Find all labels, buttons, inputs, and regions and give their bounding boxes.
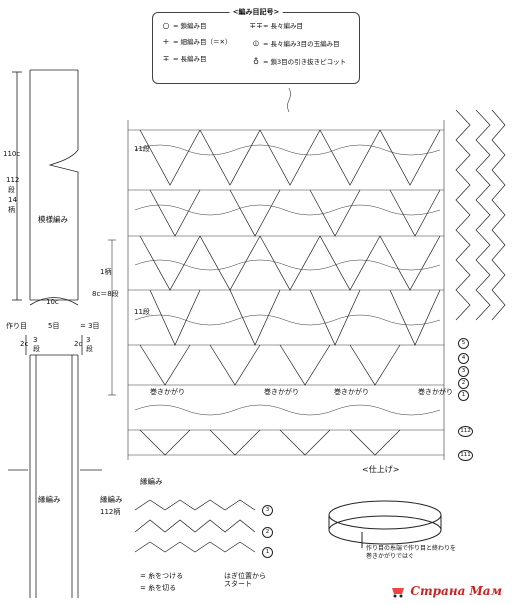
legend-title: <編み目記号> [229, 7, 283, 17]
legend: <編み目記号> ○= 鎖編み目 += 細編み目（＝✕） ∓= 長編み目 ∓∓= … [152, 7, 360, 84]
pattern-label: 模様編み [38, 215, 68, 224]
dim-3-b: 3 [86, 336, 91, 344]
stroller-icon [392, 587, 405, 597]
legend-item-double: ∓= 長編み目 [159, 54, 207, 64]
dim-dan-a: 段 [33, 345, 40, 353]
legend-item-chain: ○= 鎖編み目 [159, 21, 207, 31]
dim-14: 14 [8, 196, 17, 204]
row-number-3: 3 [458, 366, 469, 377]
makikagari-2: 巻きかがり [264, 388, 299, 396]
edging-note-start: はぎ位置から スタート [224, 572, 266, 588]
bobble-stitch-icon: ⦶ [253, 39, 259, 48]
tsukurime-label: 作り目 [6, 322, 27, 330]
edging-row-3: 3 [262, 505, 273, 516]
finishing-note: 作り目の糸端で作り目と終わりを 巻きかがりではぐ [366, 545, 457, 560]
picot-icon: ♁ [253, 57, 259, 66]
dim-dan-b: 段 [86, 345, 93, 353]
chain-icon: ○ [162, 21, 170, 30]
edging-pattern [134, 499, 256, 553]
legend-item-bobble: ⦶= 長々編み3目の玉編み目 [249, 39, 340, 49]
makikagari-4: 巻きかがり [418, 388, 453, 396]
dim-10c: 10c [46, 298, 59, 306]
one-motif: 1柄 [100, 268, 112, 276]
edging-row-2: 2 [262, 527, 273, 538]
row-number-5: 5 [458, 338, 469, 349]
double-crochet-icon: ∓ [162, 54, 170, 63]
row-11-bottom: 11段 [134, 308, 150, 316]
finishing-title: <仕上げ> [362, 465, 400, 474]
edging-row-1: 1 [262, 547, 273, 558]
dim-112gara: 112柄 [100, 508, 121, 516]
edging-note-attach: = 糸をつける [140, 572, 184, 580]
dim-110c: 110c [3, 150, 21, 158]
main-chart-lines [108, 87, 445, 460]
row-number-112: 112 [458, 426, 473, 437]
watermark-text: Страна Мам [410, 584, 502, 598]
row-number-111: 111 [458, 450, 473, 461]
edge-label-right: 縁編み [100, 495, 123, 504]
legend-item-treble: ∓∓= 長々編み目 [249, 21, 304, 31]
dim-5me: 5目 [48, 322, 60, 330]
dim-112: 112 [6, 176, 20, 184]
stitch-fans [139, 129, 441, 456]
single-crochet-icon: + [162, 37, 170, 46]
watermark: Страна Мам [390, 584, 502, 598]
row-number-1: 1 [458, 390, 469, 401]
finishing-ring [328, 500, 442, 548]
row-11-top: 11段 [134, 145, 150, 153]
dim-gara: 柄 [8, 206, 15, 214]
chain-loops [134, 144, 441, 416]
edge-label-left: 縁編み [38, 495, 61, 504]
makikagari-1: 巻きかがり [150, 388, 185, 396]
one-motif-dim: 8c＝8段 [92, 290, 119, 298]
row-number-4: 4 [458, 353, 469, 364]
makikagari-3: 巻きかがり [334, 388, 369, 396]
scarf-outline-bottom [29, 354, 79, 598]
dim-2c-a: 2c [20, 340, 29, 348]
dim-dan: 段 [8, 186, 15, 194]
edging-note-cut: = 糸を切る [140, 584, 177, 592]
legend-item-single: += 細編み目（＝✕） [159, 37, 232, 47]
dim-3me: = 3目 [80, 322, 100, 330]
legend-item-picot: ♁= 鎖3目の引き抜きピコット [249, 57, 346, 67]
row-number-2: 2 [458, 378, 469, 389]
side-edging [455, 109, 506, 321]
dim-2c-b: 2c [74, 340, 83, 348]
dim-3-a: 3 [33, 336, 38, 344]
scarf-outline-top [29, 70, 79, 300]
edging-title: 縁編み [140, 477, 163, 486]
treble-crochet-icon: ∓∓ [249, 21, 263, 30]
